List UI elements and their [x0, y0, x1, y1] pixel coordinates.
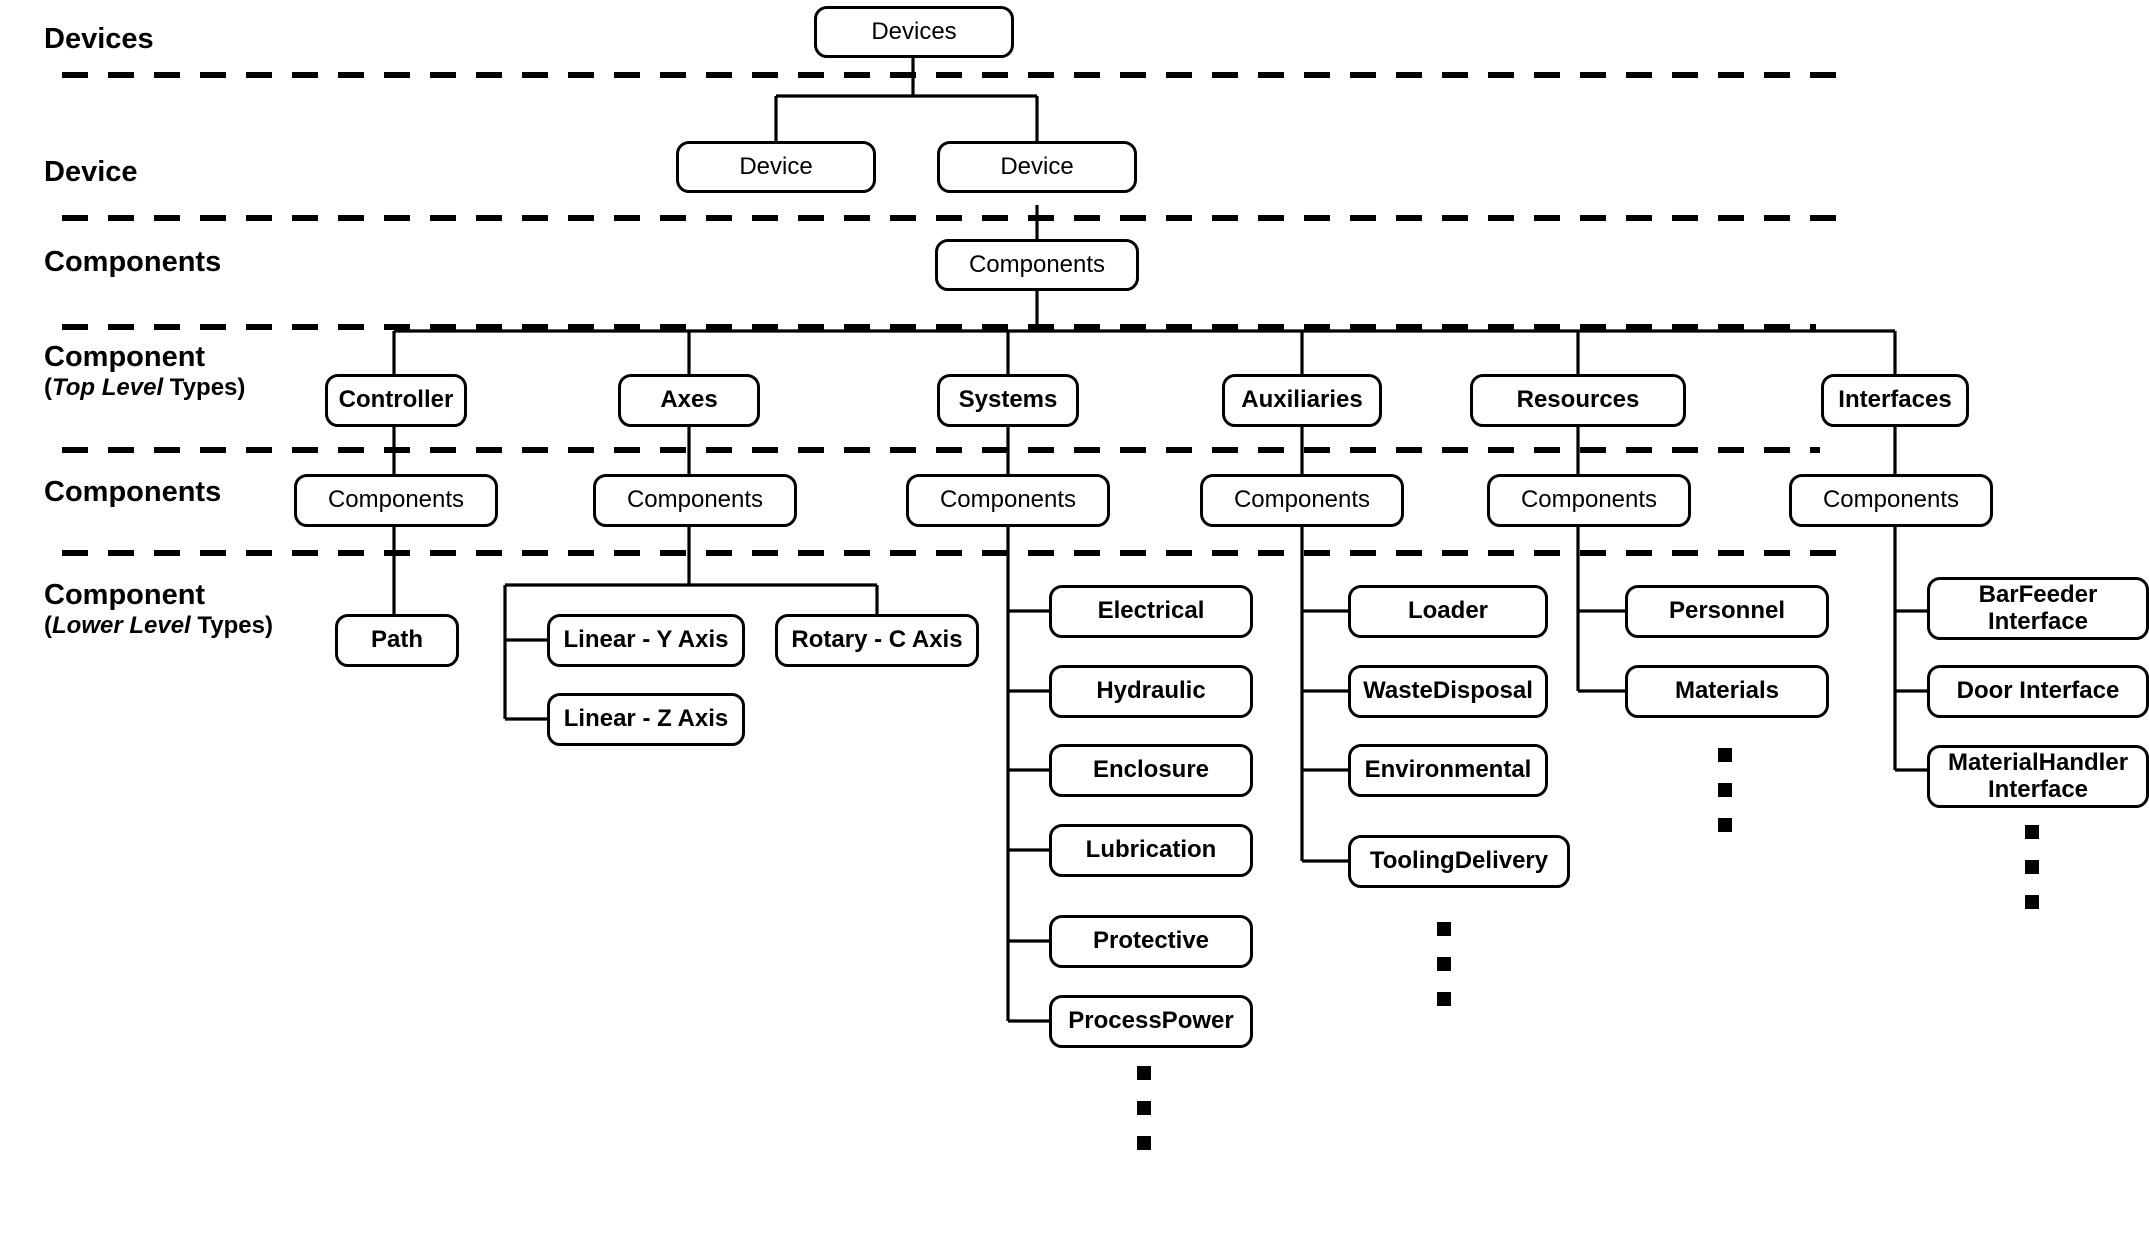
ellipsis-square: [1137, 1066, 1151, 1080]
node-lubrication[interactable]: Lubrication: [1049, 824, 1253, 877]
node-systems[interactable]: Systems: [937, 374, 1079, 427]
ellipsis-square: [1137, 1101, 1151, 1115]
ellipsis-square: [2025, 860, 2039, 874]
node-resources[interactable]: Resources: [1470, 374, 1686, 427]
node-linear-y-axis[interactable]: Linear - Y Axis: [547, 614, 745, 667]
node-loader[interactable]: Loader: [1348, 585, 1548, 638]
row-label-device-text: Device: [44, 156, 138, 188]
row-label-component-lower: Component (Lower Level Types): [44, 578, 273, 641]
node-components-axes[interactable]: Components: [593, 474, 797, 527]
node-toolingdelivery[interactable]: ToolingDelivery: [1348, 835, 1570, 888]
ellipsis-square: [1718, 818, 1732, 832]
node-controller[interactable]: Controller: [325, 374, 467, 427]
node-interfaces[interactable]: Interfaces: [1821, 374, 1969, 427]
node-materialhandler-interface[interactable]: MaterialHandler Interface: [1927, 745, 2149, 808]
row-label-devices: Devices: [44, 22, 154, 56]
node-enclosure[interactable]: Enclosure: [1049, 744, 1253, 797]
ellipsis-auxiliaries: [1437, 922, 1451, 1006]
node-personnel[interactable]: Personnel: [1625, 585, 1829, 638]
row-label-component-top: Component (Top Level Types): [44, 340, 245, 403]
node-device-components[interactable]: Components: [935, 239, 1139, 291]
node-devices[interactable]: Devices: [814, 6, 1014, 58]
row-label-component-top-subtext: (Top Level Types): [44, 374, 246, 402]
row-label-components-upper-text: Components: [44, 246, 222, 278]
node-components-controller[interactable]: Components: [294, 474, 498, 527]
node-protective[interactable]: Protective: [1049, 915, 1253, 968]
node-wastedisposal[interactable]: WasteDisposal: [1348, 665, 1548, 718]
row-label-components-lower: Components: [44, 475, 221, 509]
ellipsis-interfaces: [2025, 825, 2039, 909]
ellipsis-resources: [1718, 748, 1732, 832]
node-path[interactable]: Path: [335, 614, 459, 667]
node-electrical[interactable]: Electrical: [1049, 585, 1253, 638]
ellipsis-square: [1437, 957, 1451, 971]
row-label-components-lower-text: Components: [44, 476, 222, 508]
node-components-resources[interactable]: Components: [1487, 474, 1691, 527]
node-barfeeder-interface[interactable]: BarFeeder Interface: [1927, 577, 2149, 640]
ellipsis-square: [1437, 992, 1451, 1006]
node-device-2[interactable]: Device: [937, 141, 1137, 193]
ellipsis-systems: [1137, 1066, 1151, 1150]
node-door-interface[interactable]: Door Interface: [1927, 665, 2149, 718]
node-components-auxiliaries[interactable]: Components: [1200, 474, 1404, 527]
node-hydraulic[interactable]: Hydraulic: [1049, 665, 1253, 718]
node-materials[interactable]: Materials: [1625, 665, 1829, 718]
row-label-component-top-text: Component: [44, 341, 206, 373]
node-components-interfaces[interactable]: Components: [1789, 474, 1993, 527]
node-device-1[interactable]: Device: [676, 141, 876, 193]
row-label-devices-text: Devices: [44, 23, 154, 55]
node-axes[interactable]: Axes: [618, 374, 760, 427]
node-processpower[interactable]: ProcessPower: [1049, 995, 1253, 1048]
ellipsis-square: [1437, 922, 1451, 936]
node-components-systems[interactable]: Components: [906, 474, 1110, 527]
row-label-component-lower-text: Component: [44, 579, 206, 611]
ellipsis-square: [1718, 783, 1732, 797]
ellipsis-square: [1718, 748, 1732, 762]
node-rotary-c-axis[interactable]: Rotary - C Axis: [775, 614, 979, 667]
node-auxiliaries[interactable]: Auxiliaries: [1222, 374, 1382, 427]
ellipsis-square: [2025, 825, 2039, 839]
ellipsis-square: [1137, 1136, 1151, 1150]
node-environmental[interactable]: Environmental: [1348, 744, 1548, 797]
node-linear-z-axis[interactable]: Linear - Z Axis: [547, 693, 745, 746]
ellipsis-square: [2025, 895, 2039, 909]
row-label-device: Device: [44, 155, 138, 189]
row-label-component-lower-subtext: (Lower Level Types): [44, 612, 273, 640]
row-label-components-upper: Components: [44, 245, 221, 279]
